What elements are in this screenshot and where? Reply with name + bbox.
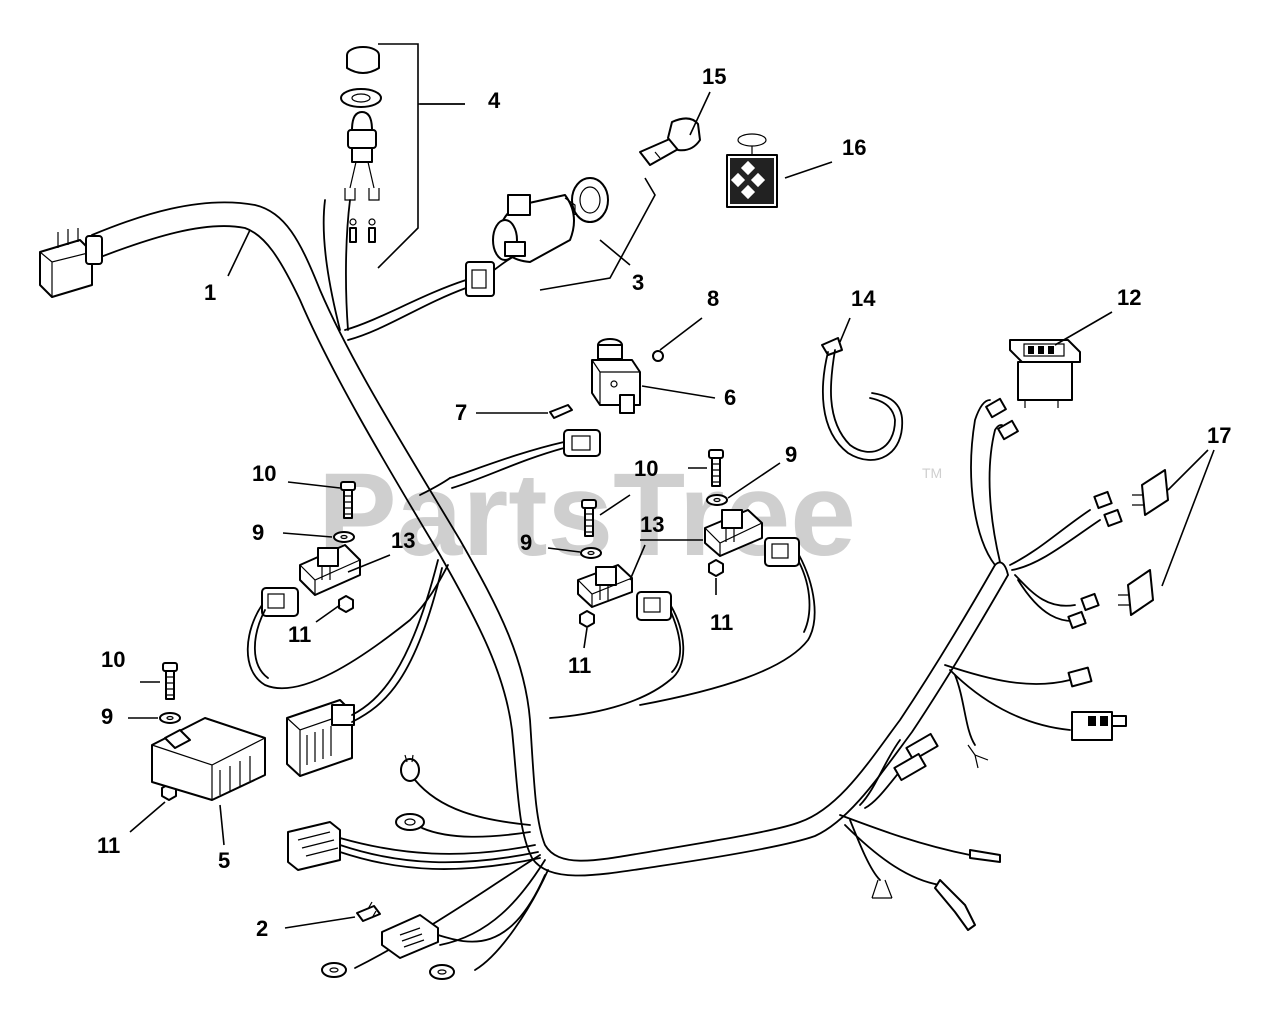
relay-left xyxy=(246,544,449,690)
callout-14: 14 xyxy=(851,286,876,311)
callout-3: 3 xyxy=(632,270,644,295)
callout-7: 7 xyxy=(455,400,467,425)
callout-9-middle: 9 xyxy=(520,530,532,555)
hour-meter xyxy=(1009,339,1081,408)
callout-1: 1 xyxy=(204,280,216,305)
callout-2: 2 xyxy=(256,916,268,941)
callout-5: 5 xyxy=(218,848,230,873)
ignition-key xyxy=(639,117,701,166)
nut-hardware xyxy=(161,559,724,801)
callout-10-lower: 10 xyxy=(101,647,125,672)
callout-15: 15 xyxy=(702,64,726,89)
callout-16: 16 xyxy=(842,135,866,160)
callout-10-left: 10 xyxy=(252,461,276,486)
key-switch xyxy=(344,177,609,341)
callout-17: 17 xyxy=(1207,423,1231,448)
callout-11-lower: 11 xyxy=(97,833,120,858)
callout-6: 6 xyxy=(724,385,736,410)
cable-strap xyxy=(821,337,903,461)
callout-4: 4 xyxy=(488,88,501,113)
plunger-switch xyxy=(419,338,664,496)
leader-lines xyxy=(128,43,1215,929)
callout-9-left: 9 xyxy=(252,520,264,545)
rocker-switches xyxy=(1118,469,1169,616)
washer-hardware xyxy=(159,494,728,724)
callout-8: 8 xyxy=(707,286,719,311)
callout-11-left: 11 xyxy=(288,622,311,647)
control-module xyxy=(151,717,266,801)
right-branch-wires xyxy=(970,397,1123,630)
main-harness xyxy=(91,201,1009,877)
relay-middle xyxy=(549,564,685,719)
watermark-trademark: TM xyxy=(922,465,942,481)
callout-13-middle: 13 xyxy=(640,512,664,537)
lower-left-components xyxy=(286,559,549,971)
callout-11-middle: 11 xyxy=(568,653,591,678)
harness-end-plug xyxy=(39,228,103,298)
push-switch-stack xyxy=(322,46,382,331)
fuse-assembly xyxy=(321,874,546,980)
relay-right xyxy=(639,509,816,706)
callout-13-left: 13 xyxy=(391,528,415,553)
callout-11-right: 11 xyxy=(710,610,733,635)
callout-12: 12 xyxy=(1117,285,1141,310)
callout-9-lower: 9 xyxy=(101,704,113,729)
decal-tag xyxy=(726,133,778,208)
callout-10-middle: 10 xyxy=(634,456,658,481)
callout-labels: 1 2 3 4 5 6 7 8 9 9 9 9 10 10 10 11 11 1… xyxy=(97,64,1231,941)
lower-right-wires xyxy=(839,664,1127,931)
screw-hardware xyxy=(162,449,724,700)
callout-9-right: 9 xyxy=(785,442,797,467)
